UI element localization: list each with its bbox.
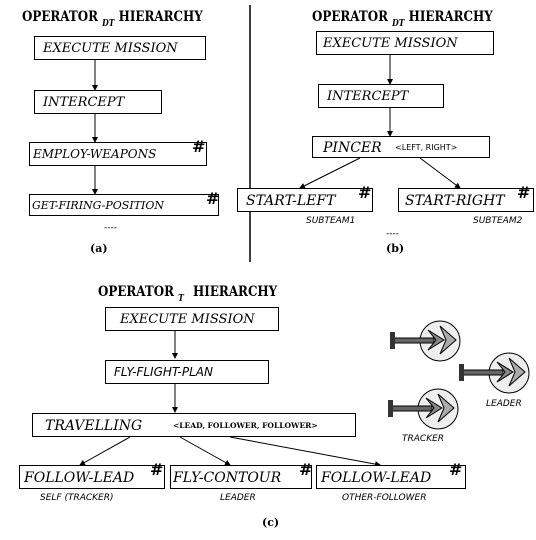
node-execute-mission-c: EXECUTE MISSION [105, 307, 279, 331]
node-execute-mission-b: EXECUTE MISSION [316, 31, 494, 55]
node-execute-mission-a: EXECUTE MISSION [34, 36, 206, 60]
node-label: EXECUTE MISSION [323, 37, 458, 50]
role-leader: LEADER [220, 494, 256, 503]
node-follow-lead-1: FOLLOW-LEAD # [19, 465, 165, 489]
aircraft-label-leader: LEADER [486, 400, 522, 409]
node-label: START-RIGHT [405, 194, 505, 208]
node-label: GET-FIRING-POSITION [32, 200, 164, 211]
aircraft-icon [390, 321, 460, 361]
hash-mark: # [150, 462, 163, 478]
travelling-args: <LEAD, FOLLOWER, FOLLOWER> [173, 422, 318, 430]
node-intercept-a: INTERCEPT [34, 90, 162, 114]
node-start-left: START-LEFT # [237, 188, 373, 212]
caption-b: (b) [386, 243, 404, 254]
role-subteam1: SUBTEAM1 [306, 217, 355, 226]
ellipsis-a: ---- [104, 224, 117, 233]
node-label: TRAVELLING [45, 419, 142, 433]
node-label: START-LEFT [246, 194, 335, 208]
header-word: OPERATOR [98, 284, 174, 300]
aircraft-icon [388, 389, 458, 429]
panel-a-header: OPERATOR DT HIERARCHY [22, 10, 203, 24]
node-start-right: START-RIGHT # [398, 188, 534, 212]
node-travelling: TRAVELLING <LEAD, FOLLOWER, FOLLOWER> [32, 413, 356, 437]
node-label: EXECUTE MISSION [43, 42, 178, 55]
node-label: FOLLOW-LEAD [24, 471, 134, 485]
header-subscript: DT [102, 19, 114, 29]
node-label: INTERCEPT [43, 96, 124, 109]
ellipsis-b: ---- [386, 230, 399, 239]
hash-mark: # [192, 139, 205, 155]
caption-c: (c) [262, 517, 279, 528]
node-label: FLY-CONTOUR [173, 471, 281, 485]
header-tail: HIERARCHY [409, 9, 493, 25]
aircraft-label-tracker: TRACKER [402, 435, 444, 444]
header-tail: HIERARCHY [119, 9, 203, 25]
node-pincer: PINCER <LEFT, RIGHT> [312, 136, 490, 158]
role-subteam2: SUBTEAM2 [473, 217, 522, 226]
hash-mark: # [358, 185, 371, 201]
node-employ-weapons: EMPLOY-WEAPONS # [29, 142, 207, 166]
role-self-tracker: SELF (TRACKER) [40, 494, 114, 503]
role-other-follower: OTHER-FOLLOWER [342, 494, 426, 503]
hash-mark: # [517, 185, 530, 201]
panel-c-header: OPERATOR T HIERARCHY [98, 285, 277, 299]
node-fly-flight-plan: FLY-FLIGHT-PLAN [105, 360, 269, 384]
hash-mark: # [299, 462, 312, 478]
hash-mark: # [206, 191, 219, 207]
aircraft-icon [459, 353, 529, 393]
caption-a: (a) [90, 243, 108, 254]
node-label: PINCER [323, 141, 382, 155]
node-label: FOLLOW-LEAD [321, 471, 431, 485]
hash-mark: # [449, 462, 462, 478]
node-fly-contour: FLY-CONTOUR # [170, 465, 312, 489]
header-word: OPERATOR [312, 9, 388, 25]
node-label: EMPLOY-WEAPONS [33, 148, 156, 160]
header-word: OPERATOR [22, 9, 98, 25]
header-tail: HIERARCHY [193, 284, 277, 300]
node-label: FLY-FLIGHT-PLAN [114, 366, 213, 378]
pincer-args: <LEFT, RIGHT> [395, 144, 457, 152]
node-intercept-b: INTERCEPT [318, 84, 444, 108]
node-label: INTERCEPT [327, 90, 408, 103]
node-label: EXECUTE MISSION [120, 313, 255, 326]
node-get-firing-position: GET-FIRING-POSITION # [29, 194, 219, 216]
header-subscript: T [178, 294, 184, 304]
header-subscript: DT [392, 19, 404, 29]
node-follow-lead-2: FOLLOW-LEAD # [316, 465, 466, 489]
panel-b-header: OPERATOR DT HIERARCHY [312, 10, 493, 24]
